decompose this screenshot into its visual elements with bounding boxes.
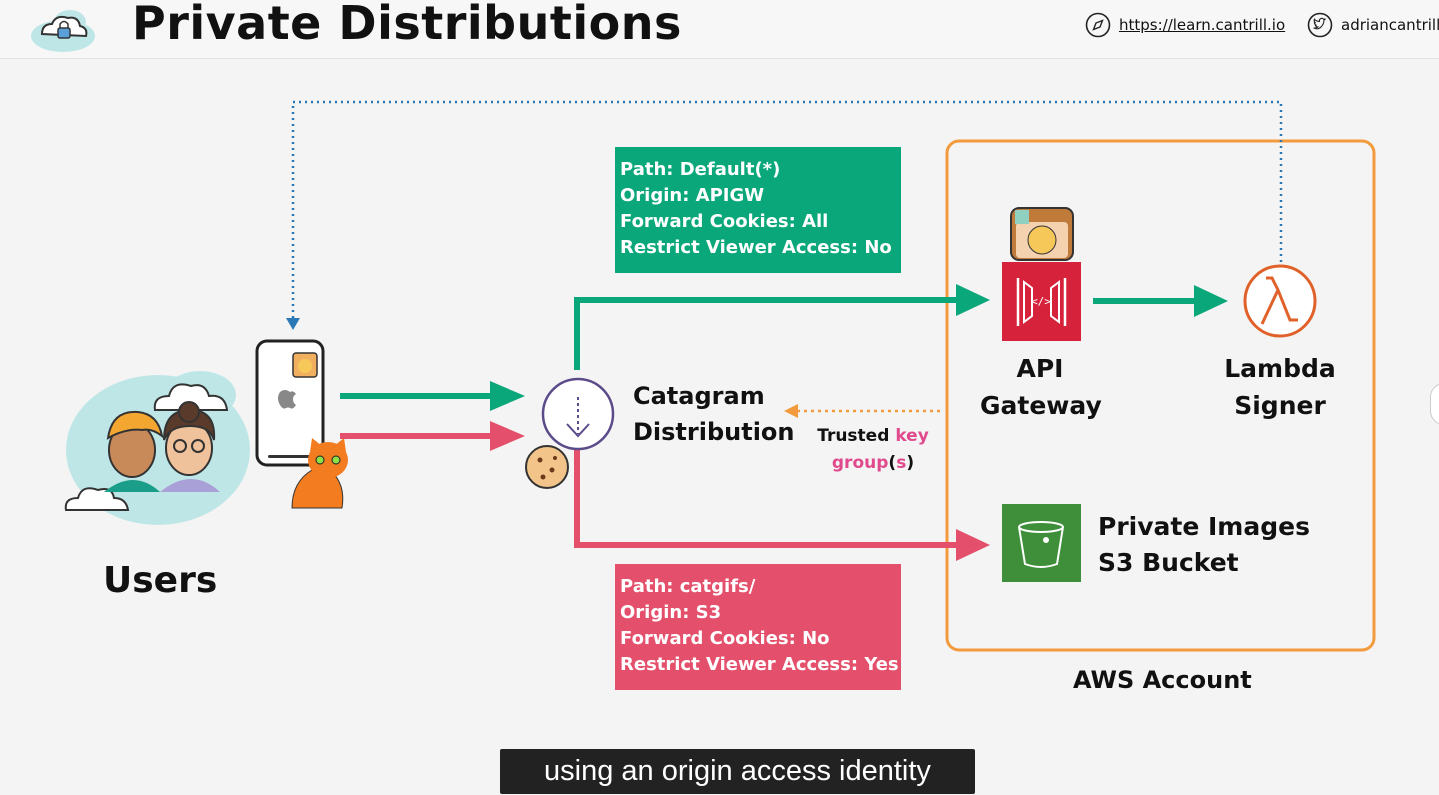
trusted-word: Trusted [817,426,890,446]
behavior-origin: Origin: S3 [620,602,722,623]
twitter-handle[interactable]: adriancantrill [1341,16,1439,34]
s3-label-line2: S3 Bucket [1098,548,1239,577]
key-word: key [895,426,929,446]
api-gateway-icon: </> [1002,262,1081,341]
api-gateway-label: API Gateway [980,350,1102,424]
cloud-lock-logo-icon [31,10,95,52]
aws-account-label: AWS Account [1073,666,1252,694]
group-word: group [831,453,889,473]
lambda-icon [1243,264,1317,338]
s3-label-line1: Private Images [1098,512,1310,541]
side-scroll-handle[interactable] [1430,383,1439,425]
course-link[interactable]: https://learn.cantrill.io [1085,12,1285,38]
s3-label: Private Images S3 Bucket [1098,509,1310,581]
distribution-label: Catagram Distribution [633,378,795,450]
compass-icon [1085,12,1111,38]
trusted-key-group-arrow [784,404,940,418]
signed-url-arrowhead [286,318,300,330]
apigw-to-lambda-arrow [1093,285,1228,317]
distribution-label-line1: Catagram [633,382,765,410]
twitter-icon [1307,12,1333,38]
trusted-key-groups-label: Trusted key group(s) [808,423,938,477]
lambda-label-line2: Signer [1234,391,1326,420]
behavior-restrict: Restrict Viewer Access: Yes [620,654,899,675]
video-caption: using an origin access identity [500,749,975,794]
plural-s: s [896,453,907,473]
svg-text:</>: </> [1031,295,1051,308]
course-url[interactable]: https://learn.cantrill.io [1119,16,1286,34]
signed-url-return-path [291,100,1283,322]
users-red-arrow [340,421,525,451]
users-label: Users [103,560,218,601]
distribution-to-apigw-arrow [574,284,990,370]
cloudfront-distribution-icon [541,377,615,451]
distribution-to-s3-arrow [574,450,990,561]
api-gateway-label-line1: API [1016,354,1064,383]
api-gateway-label-line2: Gateway [980,391,1102,420]
behavior-origin: Origin: APIGW [620,185,765,206]
page-title: Private Distributions [132,0,682,50]
users-green-arrow [340,381,525,411]
paren-close: ) [906,453,915,473]
behavior-cookies: Forward Cookies: All [620,211,829,232]
catagram-app-icon [1010,207,1074,261]
behavior-restrict: Restrict Viewer Access: No [620,237,892,258]
twitter-link[interactable]: adriancantrill [1307,12,1439,38]
behavior-cookies: Forward Cookies: No [620,628,830,649]
slide-header: Private Distributions https://learn.cant… [0,0,1439,59]
behavior-path: Path: Default(*) [620,159,781,180]
distribution-label-line2: Distribution [633,418,795,446]
users-illustration [64,371,250,525]
cookie-icon [525,445,569,489]
s3-bucket-icon [1002,504,1081,582]
cat-illustration [291,438,348,509]
catgifs-behavior-box: Path: catgifs/ Origin: S3 Forward Cookie… [615,564,901,690]
behavior-path: Path: catgifs/ [620,576,756,597]
paren-open: ( [888,453,897,473]
lambda-label: Lambda Signer [1220,350,1340,424]
phone-illustration [255,339,325,467]
aws-account-boundary [945,139,1376,652]
default-behavior-box: Path: Default(*) Origin: APIGW Forward C… [615,147,901,273]
lambda-label-line1: Lambda [1224,354,1336,383]
